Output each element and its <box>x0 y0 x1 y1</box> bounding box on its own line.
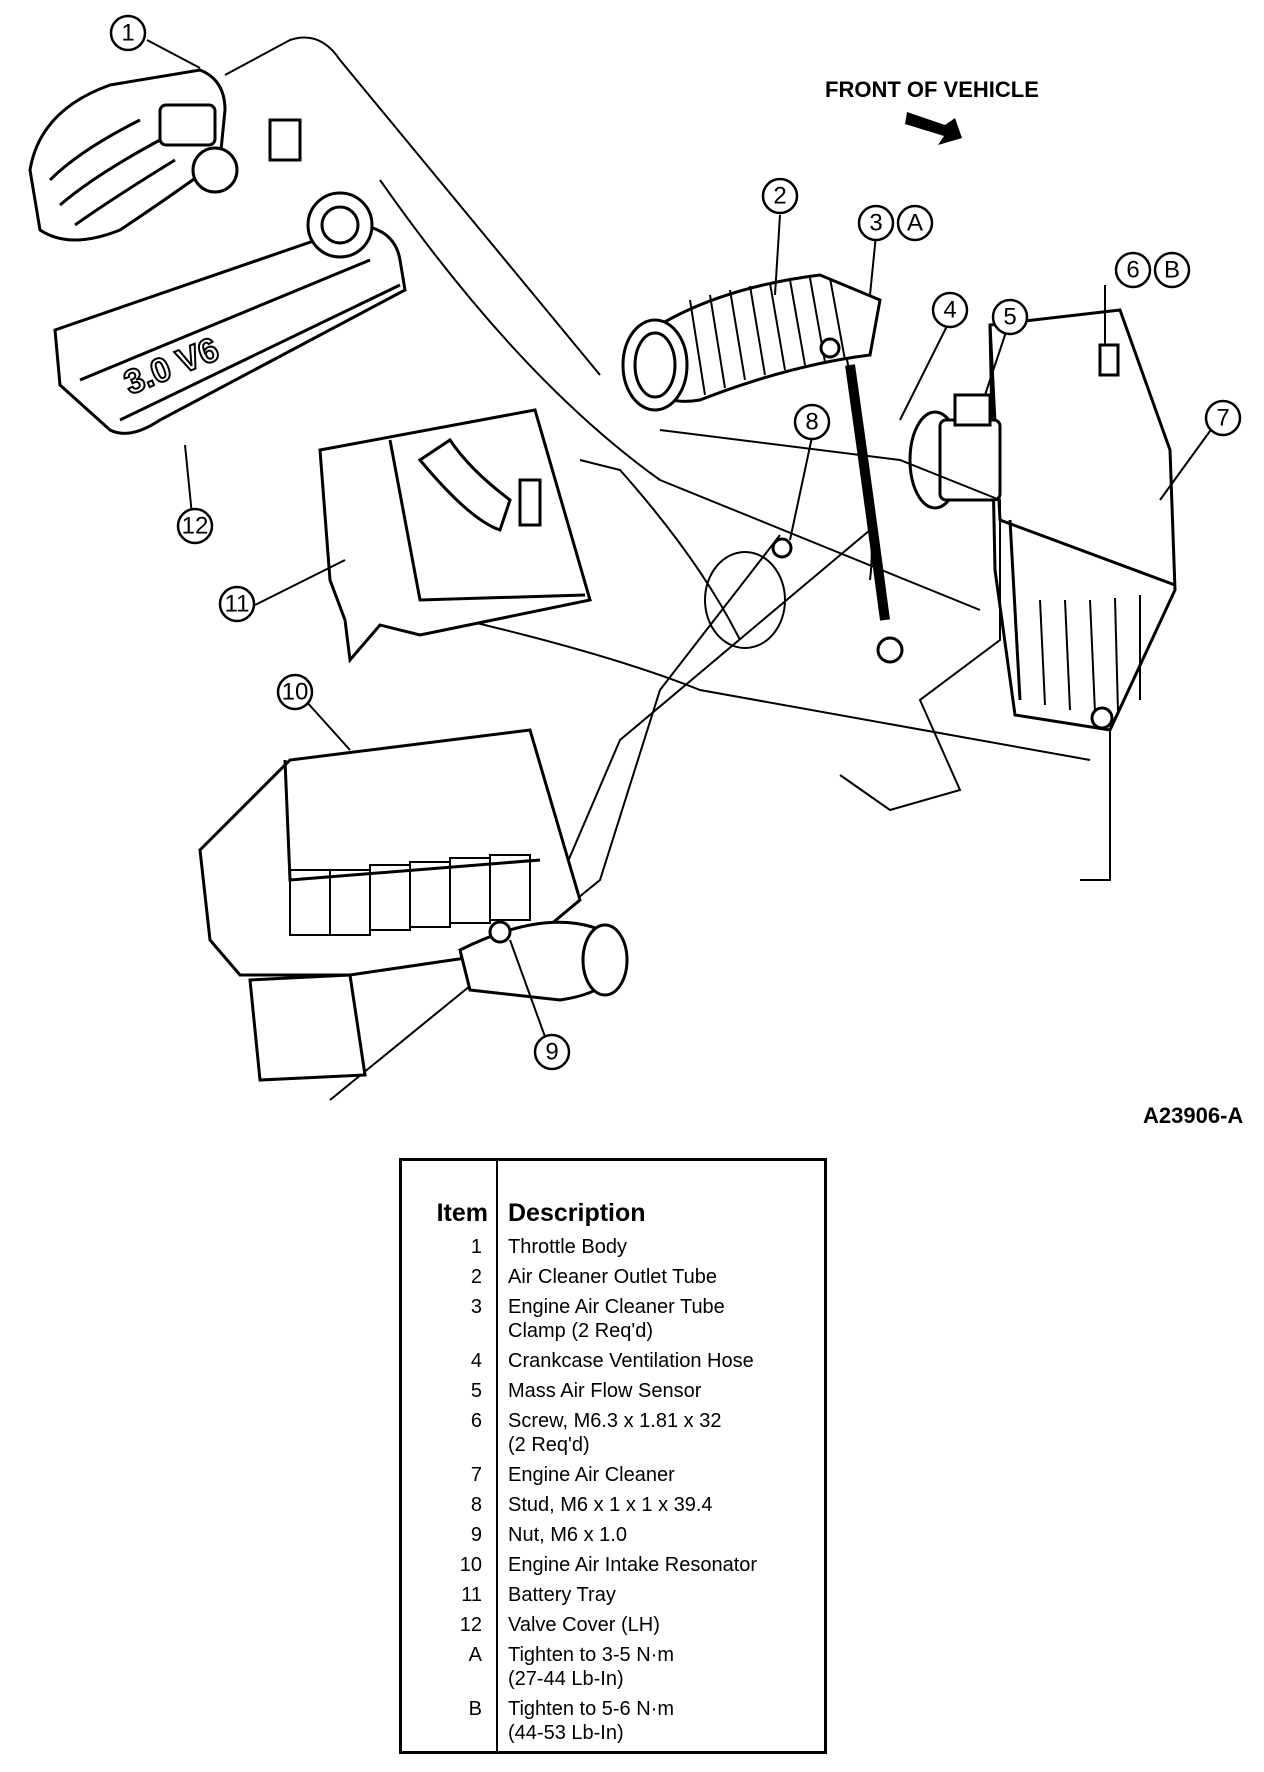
svg-text:1: 1 <box>121 20 134 47</box>
svg-text:3: 3 <box>869 210 882 237</box>
legend-item-number: 3 <box>402 1292 498 1346</box>
legend-item-description: Throttle Body <box>508 1236 627 1258</box>
legend-item-number: 4 <box>402 1346 498 1376</box>
legend-item-description: Screw, M6.3 x 1.81 x 32 (2 Req'd) <box>508 1410 722 1456</box>
valve-cover-drawing: 3.0 V6 <box>53 191 407 435</box>
outlet-tube-drawing <box>621 273 882 412</box>
hose-fitting-icon <box>876 636 904 664</box>
legend-item-description: Engine Air Cleaner <box>508 1464 675 1486</box>
legend-item-description: Crankcase Ventilation Hose <box>508 1350 754 1372</box>
svg-text:A: A <box>907 210 923 237</box>
table-row: 4 Crankcase Ventilation Hose <box>402 1346 824 1376</box>
legend-header-row: Item Description <box>402 1161 824 1232</box>
legend-item-description: Mass Air Flow Sensor <box>508 1380 702 1402</box>
callout-6: 6 <box>1114 251 1152 289</box>
legend-item-number: 6 <box>402 1406 498 1460</box>
callout-10: 10 <box>276 673 314 711</box>
callout-2: 2 <box>761 177 799 215</box>
svg-text:5: 5 <box>1003 304 1016 331</box>
legend-item-description: Nut, M6 x 1.0 <box>508 1524 627 1546</box>
exploded-view-diagram: 3.0 V6 <box>28 14 1243 1128</box>
legend-item-number: 10 <box>402 1550 498 1580</box>
callout-8: 8 <box>793 403 831 441</box>
legend-item-description: Tighten to 5-6 N·m (44-53 Lb-In) <box>508 1698 674 1744</box>
legend-item-description: Engine Air Cleaner Tube Clamp (2 Req'd) <box>508 1296 725 1342</box>
legend-item-number: 2 <box>402 1262 498 1292</box>
front-of-vehicle-label: FRONT OF VEHICLE <box>825 77 1039 102</box>
front-arrow-icon <box>905 112 962 145</box>
callout-3: 3 <box>857 204 895 242</box>
callout-B: B <box>1153 251 1191 289</box>
legend-item-number: A <box>402 1640 498 1694</box>
table-row: 1 Throttle Body <box>402 1232 824 1262</box>
throttle-body-drawing <box>28 68 302 242</box>
screw-icon <box>1098 343 1120 377</box>
resonator-drawing <box>198 728 629 1082</box>
callouts: 1 2 3 A 4 5 6 B 7 8 9 10 11 12 <box>109 14 1242 1071</box>
legend-item-number: 7 <box>402 1460 498 1490</box>
callout-5: 5 <box>991 298 1029 336</box>
callout-11: 11 <box>218 585 256 623</box>
table-row: 5 Mass Air Flow Sensor <box>402 1376 824 1406</box>
callout-12: 12 <box>176 507 214 545</box>
table-row: 7 Engine Air Cleaner <box>402 1460 824 1490</box>
battery-tray-drawing <box>318 408 592 664</box>
table-row: 9 Nut, M6 x 1.0 <box>402 1520 824 1550</box>
svg-text:8: 8 <box>805 409 818 436</box>
legend-item-description: Battery Tray <box>508 1584 616 1606</box>
callout-4: 4 <box>931 291 969 329</box>
svg-text:7: 7 <box>1216 405 1229 432</box>
svg-text:2: 2 <box>773 183 786 210</box>
svg-text:12: 12 <box>182 513 209 540</box>
legend-item-number: 9 <box>402 1520 498 1550</box>
air-cleaner-drawing <box>908 308 1177 732</box>
svg-text:6: 6 <box>1126 257 1139 284</box>
leader-lines <box>146 39 1219 1046</box>
callout-1: 1 <box>109 14 147 52</box>
legend-item-description: Air Cleaner Outlet Tube <box>508 1266 717 1288</box>
svg-text:B: B <box>1164 257 1180 284</box>
figure-id: A23906-A <box>1143 1103 1243 1128</box>
legend-item-number: 12 <box>402 1610 498 1640</box>
stud-icon <box>771 537 793 559</box>
nut-icon <box>488 920 512 944</box>
legend-header-description: Description <box>508 1199 646 1227</box>
parts-legend-table: Item Description 1 Throttle Body 2 Air Clea… <box>399 1158 827 1754</box>
legend-item-number: B <box>402 1694 498 1751</box>
svg-text:10: 10 <box>282 679 309 706</box>
legend-item-number: 1 <box>402 1232 498 1262</box>
table-row: 12 Valve Cover (LH) <box>402 1610 824 1640</box>
callout-A: A <box>896 204 934 242</box>
table-row: 10 Engine Air Intake Resonator <box>402 1550 824 1580</box>
engine-bay-outline <box>579 429 1001 812</box>
legend-header-item: Item <box>402 1161 498 1232</box>
legend-item-description: Valve Cover (LH) <box>508 1614 660 1636</box>
table-row: 11 Battery Tray <box>402 1580 824 1610</box>
legend-item-description: Engine Air Intake Resonator <box>508 1554 758 1576</box>
hardware <box>488 337 1120 944</box>
legend-item-description: Tighten to 3-5 N·m (27-44 Lb-In) <box>508 1644 674 1690</box>
svg-text:11: 11 <box>225 591 250 618</box>
ventilation-hose-drawing <box>845 364 890 621</box>
table-row: 2 Air Cleaner Outlet Tube <box>402 1262 824 1292</box>
legend-item-number: 8 <box>402 1490 498 1520</box>
callout-9: 9 <box>533 1033 571 1071</box>
svg-text:9: 9 <box>545 1039 558 1066</box>
legend-item-number: 5 <box>402 1376 498 1406</box>
table-row: 8 Stud, M6 x 1 x 1 x 39.4 <box>402 1490 824 1520</box>
legend-item-description: Stud, M6 x 1 x 1 x 39.4 <box>508 1494 713 1516</box>
callout-7: 7 <box>1204 399 1242 437</box>
legend-item-number: 11 <box>402 1580 498 1610</box>
svg-text:4: 4 <box>943 297 956 324</box>
